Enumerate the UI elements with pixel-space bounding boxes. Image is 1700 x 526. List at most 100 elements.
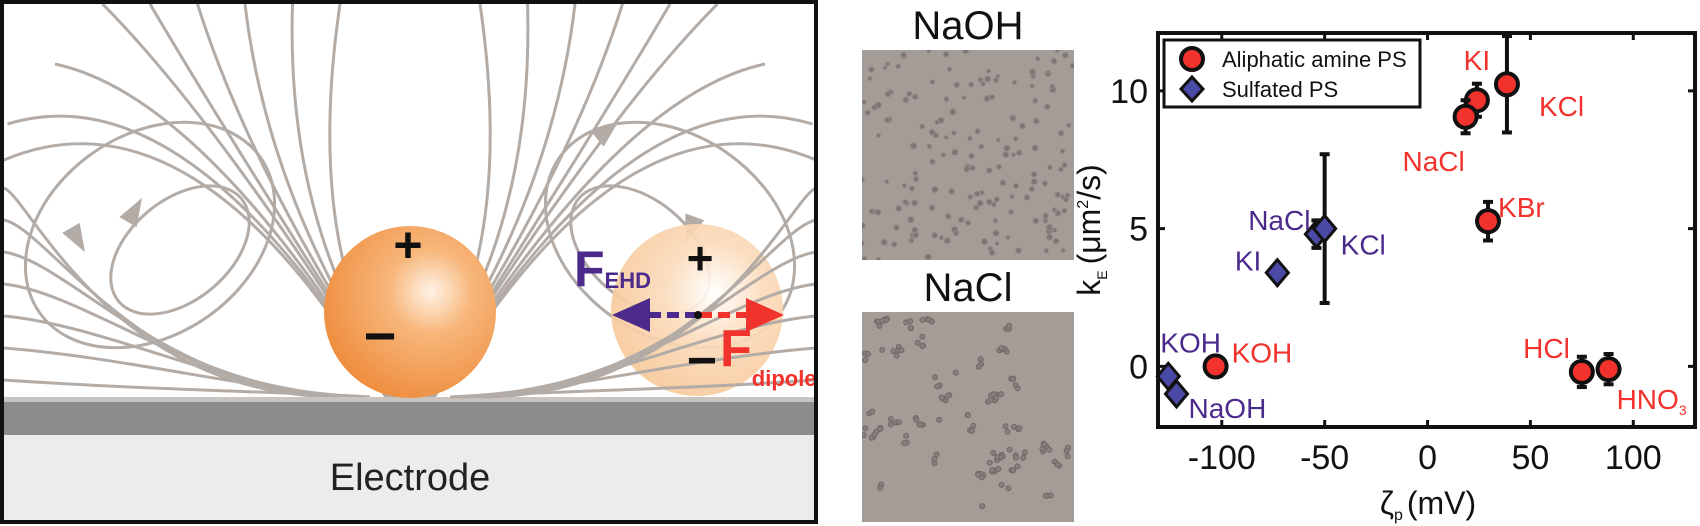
particle-right-plus: + (687, 232, 714, 284)
particle-dot (1011, 79, 1018, 86)
particle-dot (994, 241, 1000, 247)
particle-dot (907, 324, 914, 331)
particle-dot (1050, 57, 1058, 65)
particle-dot (948, 188, 956, 195)
particle-dot (919, 123, 926, 130)
x-axis-label: ζp(mV) (1380, 485, 1476, 524)
particle-dot (902, 198, 908, 205)
particle-dot (1054, 50, 1060, 53)
x-tick-label: 0 (1418, 439, 1437, 477)
particle-dot (919, 317, 926, 324)
particle-dot (1042, 492, 1049, 499)
data-point-amine-koh (1202, 353, 1229, 380)
particle-dot (862, 432, 867, 439)
particle-dot (944, 213, 952, 220)
particle-dot (862, 356, 869, 363)
particle-dot (961, 95, 967, 101)
particle-dot (963, 165, 971, 173)
data-point-amine-nacl (1452, 103, 1479, 130)
particle-dot (940, 152, 947, 158)
particle-dot (968, 152, 975, 160)
streamline (485, 186, 816, 399)
particle-dot (928, 318, 935, 325)
particle-dot (916, 421, 923, 428)
data-point-amine-kcl (1493, 71, 1520, 98)
particle-dot (883, 116, 891, 124)
legend-label-amine: Aliphatic amine PS (1222, 47, 1407, 72)
particle-dot (985, 198, 993, 206)
electrode-label: Electrode (330, 457, 491, 499)
particle-dot (936, 416, 943, 423)
particle-dot (946, 66, 953, 72)
electrode-dark-layer (4, 402, 816, 435)
particle-dot (989, 467, 996, 474)
legend-diamond-marker (1178, 74, 1206, 104)
particle-dot (964, 412, 971, 419)
particle-dot (931, 185, 939, 194)
particle-dot (943, 96, 950, 103)
streamlines-over-particle (449, 186, 816, 399)
point-label: NaCl (1248, 205, 1310, 236)
particle-left-plus: + (393, 217, 422, 273)
particle-dot (1031, 144, 1039, 152)
particle-dot (934, 119, 940, 126)
particle-dot (988, 249, 996, 257)
particle-dot (962, 50, 970, 55)
particle-dot (1041, 441, 1048, 448)
point-label: KBr (1498, 192, 1545, 223)
particle-left (324, 226, 496, 398)
particle-dot (992, 217, 999, 224)
particle-dot (929, 158, 936, 165)
particle-dot (967, 194, 974, 201)
particle-dot (1057, 129, 1065, 137)
particle-dot (1009, 194, 1015, 200)
particle-dot (895, 419, 902, 426)
particle-dot (877, 484, 884, 491)
particle-dot (1049, 83, 1056, 90)
particle-dot (1028, 68, 1037, 76)
particle-dot (867, 75, 873, 82)
particle-dot (987, 396, 994, 403)
particle-dot (893, 224, 900, 231)
particle-dot (932, 374, 939, 381)
particle-dot (984, 75, 992, 83)
particle-dot (884, 90, 892, 98)
particle-dot (1032, 97, 1039, 104)
particle-dot (907, 215, 915, 224)
particle-dot (869, 408, 876, 415)
particle-dot (895, 63, 901, 70)
particle-dot (879, 346, 886, 353)
particle-dot (992, 229, 1000, 237)
streamline (109, 184, 251, 316)
particle-dot (980, 237, 989, 246)
particle-dot (1061, 161, 1068, 169)
particle-dot (862, 240, 865, 247)
particle-dot (882, 65, 888, 71)
legend-box (1162, 38, 1422, 109)
x-tick-label: 100 (1605, 439, 1662, 477)
particle-dot (919, 343, 926, 350)
particle-dot (934, 383, 941, 390)
particle-dot (1058, 166, 1064, 173)
particle-dot (952, 369, 959, 376)
particle-dot (1061, 207, 1068, 214)
particle-dot (979, 503, 986, 510)
particle-dot (1014, 463, 1021, 470)
particle-dot (1013, 182, 1020, 189)
particle-dot (880, 238, 888, 246)
particle-dot (932, 132, 939, 139)
particle-dot (902, 96, 910, 104)
particle-dot (1009, 114, 1017, 122)
particle-dot (1020, 454, 1027, 461)
particle-dot (912, 231, 920, 239)
particle-dot (1006, 446, 1013, 453)
micrograph-title-naoh: NaOH (912, 4, 1024, 48)
particle-dot (1054, 461, 1061, 468)
particle-dot (994, 454, 1001, 461)
point-label: KI (1464, 45, 1490, 76)
particle-dot (875, 256, 882, 260)
data-point-amine-hcl (1568, 358, 1595, 385)
particle-dot (1045, 71, 1051, 78)
f-dipole-arrow-head (746, 298, 784, 332)
particle-center-dot (694, 311, 702, 319)
